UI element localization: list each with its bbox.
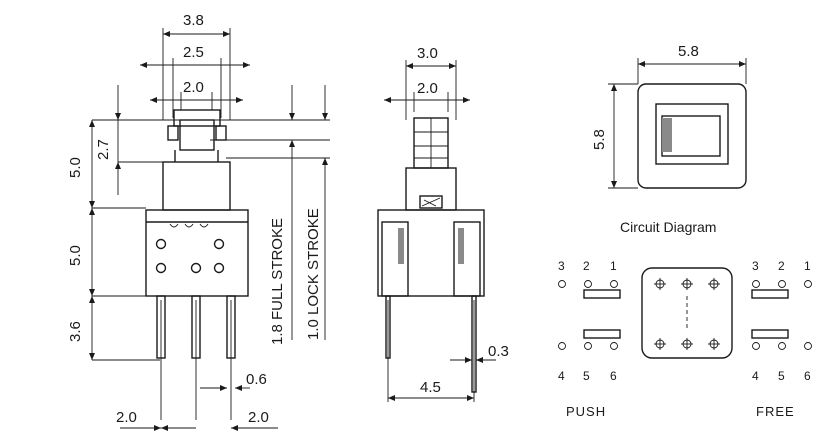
push-top-pin-2: 2 [583,259,590,273]
circuit-title: Circuit Diagram [620,219,716,235]
pin-layout-box [641,267,733,359]
free-bottom-pin-5: 5 [778,369,785,383]
free-top-pin-2: 2 [778,259,785,273]
dim-width-stem: 2.0 [183,79,204,96]
dim-top-width: 3.0 [417,45,438,62]
push-bottom-pin-6: 6 [610,369,617,383]
dim-pin-pitch-right: 2.0 [248,409,269,426]
dim-pin-thickness: 0.3 [488,343,509,360]
free-top-pin-3: 3 [752,259,759,273]
dim-stem-height: 2.7 [95,139,112,160]
push-label: PUSH [566,404,606,419]
top-dim-height: 5.8 [591,129,608,150]
top-dim-width: 5.8 [678,43,699,60]
front-stroke-dimensions: 1.8 FULL STROKE 1.0 LOCK STROKE [210,85,330,345]
front-view: 3.8 2.5 2.0 [67,12,330,431]
dim-body-height: 5.0 [67,245,84,266]
front-top-dimensions: 3.8 2.5 2.0 [140,12,250,120]
push-top-pin-3: 3 [558,259,565,273]
free-bottom-pin-4: 4 [752,369,759,383]
front-bottom-dimensions: 0.6 2.0 2.0 [116,371,278,431]
dim-width-total: 3.8 [183,12,204,29]
side-top-dimensions: 3.0 2.0 [384,45,470,120]
front-left-dimensions: 5.0 2.7 5.0 3.6 [67,85,330,361]
push-schematic: 3 2 1 4 5 6 PUSH [558,259,621,419]
push-bottom-pin-5: 5 [583,369,590,383]
front-body [145,209,249,297]
lock-stroke-label: 1.0 LOCK STROKE [305,208,322,340]
dim-pin-pitch-left: 2.0 [116,409,137,426]
circuit-diagram: Circuit Diagram 3 2 1 4 5 6 PUSH [558,219,812,419]
full-stroke-label: 1.8 FULL STROKE [269,218,286,345]
top-view: 5.8 5.8 [591,43,747,189]
dim-width-mid: 2.5 [183,44,204,61]
push-bottom-pin-4: 4 [558,369,565,383]
free-label: FREE [756,404,795,419]
free-bottom-pin-6: 6 [804,369,811,383]
dim-pin-length: 3.6 [67,321,84,342]
free-top-pin-1: 1 [804,259,811,273]
front-pins [156,295,236,420]
side-pins: 0.3 4.5 [385,295,509,402]
front-plunger [162,109,231,211]
side-view: 3.0 2.0 [377,45,509,402]
dim-plunger-height: 5.0 [67,157,84,178]
side-body [377,209,485,297]
side-plunger [405,117,457,211]
free-schematic: 3 2 1 4 5 6 FREE [751,259,812,419]
dim-stem-width: 2.0 [417,80,438,97]
push-top-pin-1: 1 [610,259,617,273]
dim-pin-span: 4.5 [420,379,441,396]
dim-pin-width: 0.6 [246,371,267,388]
